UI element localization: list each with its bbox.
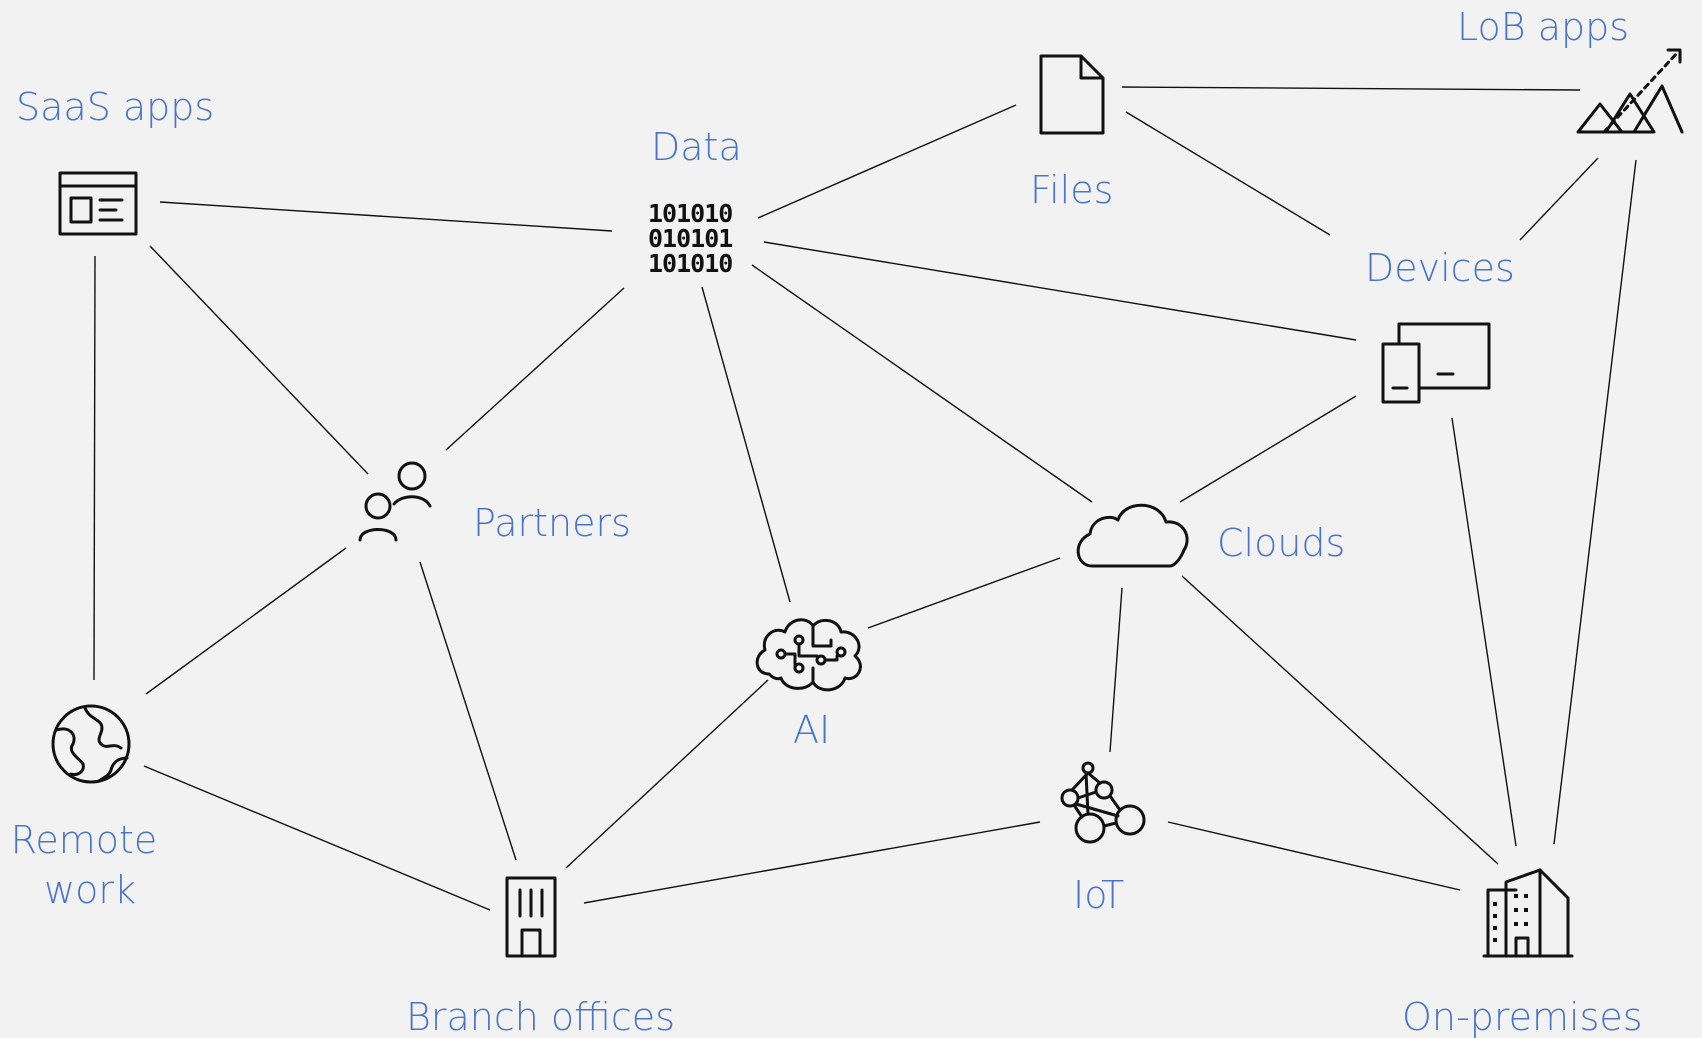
binary-row: 101010 bbox=[648, 199, 732, 228]
edge-devices-onprem bbox=[1451, 417, 1517, 847]
office-building-icon bbox=[505, 876, 557, 958]
edge-data-clouds bbox=[751, 264, 1093, 503]
edge-data-devices bbox=[763, 241, 1357, 341]
node-ai: AI bbox=[755, 618, 862, 752]
edge-saas-data bbox=[159, 201, 613, 232]
devices-icon bbox=[1381, 322, 1491, 404]
edge-clouds-iot bbox=[1109, 587, 1123, 753]
document-icon bbox=[1039, 54, 1105, 135]
node-label-partners: Partners bbox=[473, 501, 631, 545]
edge-partners-branch bbox=[419, 561, 517, 861]
edge-lob-onprem bbox=[1553, 159, 1637, 845]
edge-clouds-ai bbox=[867, 557, 1061, 629]
node-partners: Partners bbox=[358, 461, 631, 545]
node-label-remote-line2: work bbox=[44, 868, 136, 912]
node-label-ai: AI bbox=[793, 708, 830, 752]
node-label-data: Data bbox=[651, 125, 742, 169]
edge-data-ai bbox=[701, 286, 791, 603]
node-label-branch: Branch offices bbox=[406, 995, 675, 1038]
edge-ai-branch bbox=[565, 679, 769, 869]
node-label-remote: Remote work bbox=[11, 818, 170, 912]
node-remote: Remote work bbox=[11, 704, 170, 912]
node-label-lob: LoB apps bbox=[1457, 5, 1629, 49]
edge-files-devices bbox=[1125, 111, 1331, 236]
node-label-iot: IoT bbox=[1073, 873, 1124, 917]
node-iot: IoT bbox=[1060, 761, 1146, 917]
edge-saas-remote bbox=[93, 255, 96, 681]
edge-iot-onprem bbox=[1167, 821, 1461, 891]
node-saas: SaaS apps bbox=[16, 85, 214, 236]
node-onprem: On-premises bbox=[1402, 868, 1643, 1038]
edge-data-files bbox=[757, 104, 1017, 219]
node-label-clouds: Clouds bbox=[1217, 521, 1345, 565]
globe-icon bbox=[51, 704, 131, 784]
edge-partners-remote bbox=[145, 547, 347, 695]
connection-lines bbox=[93, 86, 1637, 911]
network-nodes-icon bbox=[1060, 761, 1146, 844]
node-lob: LoB apps bbox=[1457, 5, 1684, 134]
edge-lob-devices bbox=[1519, 157, 1599, 241]
node-files: Files bbox=[1030, 54, 1113, 212]
edge-devices-clouds bbox=[1179, 395, 1357, 503]
node-label-devices: Devices bbox=[1365, 246, 1515, 290]
node-label-saas: SaaS apps bbox=[16, 85, 214, 129]
edge-iot-branch bbox=[583, 821, 1041, 904]
node-branch: Branch offices bbox=[406, 876, 675, 1038]
cloud-icon bbox=[1076, 503, 1189, 568]
growth-chart-icon bbox=[1576, 48, 1684, 134]
node-label-onprem: On-premises bbox=[1402, 995, 1643, 1038]
edge-data-partners bbox=[445, 287, 625, 451]
node-data: Data 101010 010101 101010 bbox=[648, 125, 742, 278]
edge-clouds-onprem bbox=[1181, 575, 1499, 865]
people-icon bbox=[358, 461, 432, 542]
brain-circuit-icon bbox=[755, 618, 862, 692]
binary-row: 101010 bbox=[648, 249, 732, 278]
edge-remote-branch bbox=[143, 765, 491, 911]
node-clouds: Clouds bbox=[1076, 503, 1345, 568]
city-buildings-icon bbox=[1482, 868, 1574, 958]
node-devices: Devices bbox=[1365, 246, 1515, 404]
browser-window-icon bbox=[58, 171, 138, 236]
binary-row: 010101 bbox=[648, 224, 732, 253]
binary-data-icon: 101010 010101 101010 bbox=[648, 199, 733, 278]
node-label-remote-line1: Remote bbox=[11, 818, 158, 862]
edge-files-lob bbox=[1121, 86, 1581, 91]
node-label-files: Files bbox=[1030, 168, 1113, 212]
edge-saas-partners bbox=[149, 245, 369, 475]
